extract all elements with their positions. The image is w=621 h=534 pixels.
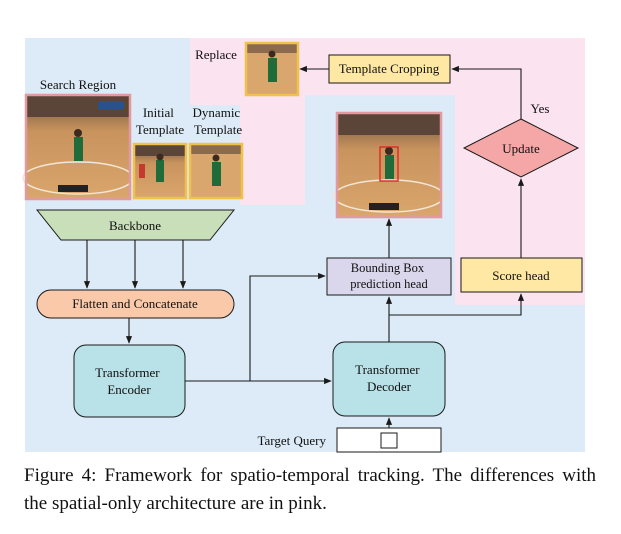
svg-text:Transformer Decoder: Transformer Decoder [355,362,423,394]
svg-text:Flatten and Concatenate: Flatten and Concatenate [72,296,198,311]
transformer-encoder-block: Transformer Encoder [73,344,186,418]
figure-caption: Figure 4: Framework for spatio-temporal … [24,465,596,514]
svg-text:Bounding Box prediction: Bounding Box prediction head [350,261,428,291]
prediction-output-image [333,111,445,219]
search-region-label: Search Region [40,77,117,92]
connections [83,65,525,428]
replace-template-image [244,41,300,97]
svg-text:Backbone: Backbone [109,218,161,233]
bounding-box-overlay [379,146,399,182]
template-cropping-block: Template Cropping [328,54,451,84]
svg-text:Score head: Score head [492,268,550,283]
svg-text:Transformer Encoder: Transformer Encoder [95,365,163,397]
update-decision: Update [462,118,580,178]
backbone-block: Backbone [35,209,236,241]
framework-diagram: Search Region Initial Template Dynamic T… [22,38,585,453]
flatten-concatenate-block: Flatten and Concatenate [36,289,235,319]
svg-text:Target Query: Target Query [257,433,326,448]
query-token [380,432,398,449]
yes-label: Yes [531,101,550,116]
transformer-decoder-block: Transformer Decoder [332,341,446,417]
svg-text:Update: Update [502,141,540,156]
svg-text:Template Cropping: Template Cropping [339,61,440,76]
search-region-image [22,93,134,201]
bbox-prediction-head-block: Bounding Box prediction head [326,257,452,296]
target-query-input: Target Query [257,427,442,453]
spatio-temporal-region [190,38,585,305]
initial-template-image [132,142,188,200]
score-head-block: Score head [460,257,583,293]
dynamic-template-image [188,142,244,200]
dynamic-template-label: Dynamic Template [193,105,244,137]
initial-template-label: Initial Template [136,105,184,137]
replace-label: Replace [195,47,237,62]
